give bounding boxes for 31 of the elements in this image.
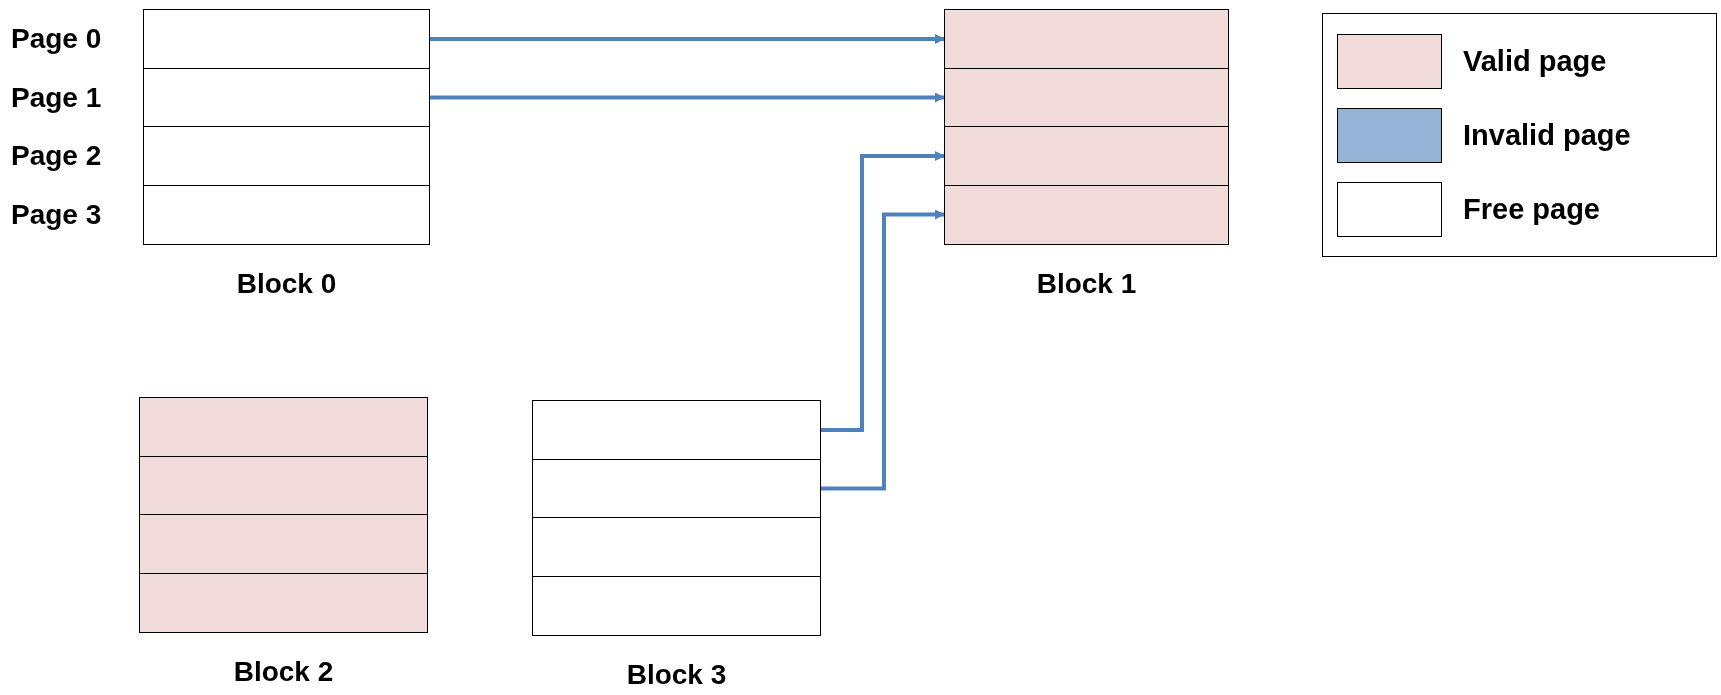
page-label: Page 0	[11, 22, 102, 56]
page-cell	[532, 400, 821, 460]
arrow	[430, 92, 945, 103]
page-cell	[944, 184, 1229, 245]
page-cell	[143, 67, 430, 128]
legend-label: Valid page	[1463, 45, 1607, 78]
page-label: Page 1	[11, 80, 102, 115]
page-cell	[139, 572, 428, 633]
page-label: Page 2	[11, 139, 102, 173]
block-label: Block 2	[233, 654, 334, 689]
page-cell	[532, 517, 821, 577]
page-cell	[532, 575, 821, 636]
arrow	[821, 151, 945, 432]
page-cell	[139, 397, 428, 457]
page-cell	[143, 9, 430, 69]
page-label: Page 3	[11, 197, 102, 232]
block-label: Block 0	[236, 266, 337, 301]
page-cell	[143, 184, 430, 245]
page-cell	[944, 67, 1229, 128]
legend-label: Free page	[1463, 193, 1600, 226]
page-cell	[944, 9, 1229, 69]
page-cell	[139, 455, 428, 516]
block-label: Block 3	[626, 657, 727, 692]
page-cell	[139, 514, 428, 574]
block-label: Block 1	[1036, 266, 1137, 301]
arrow	[821, 209, 945, 491]
page-cell	[944, 126, 1229, 186]
legend-label: Invalid page	[1463, 119, 1631, 152]
arrow	[430, 34, 945, 44]
page-cell	[532, 458, 821, 519]
page-cell	[143, 126, 430, 186]
